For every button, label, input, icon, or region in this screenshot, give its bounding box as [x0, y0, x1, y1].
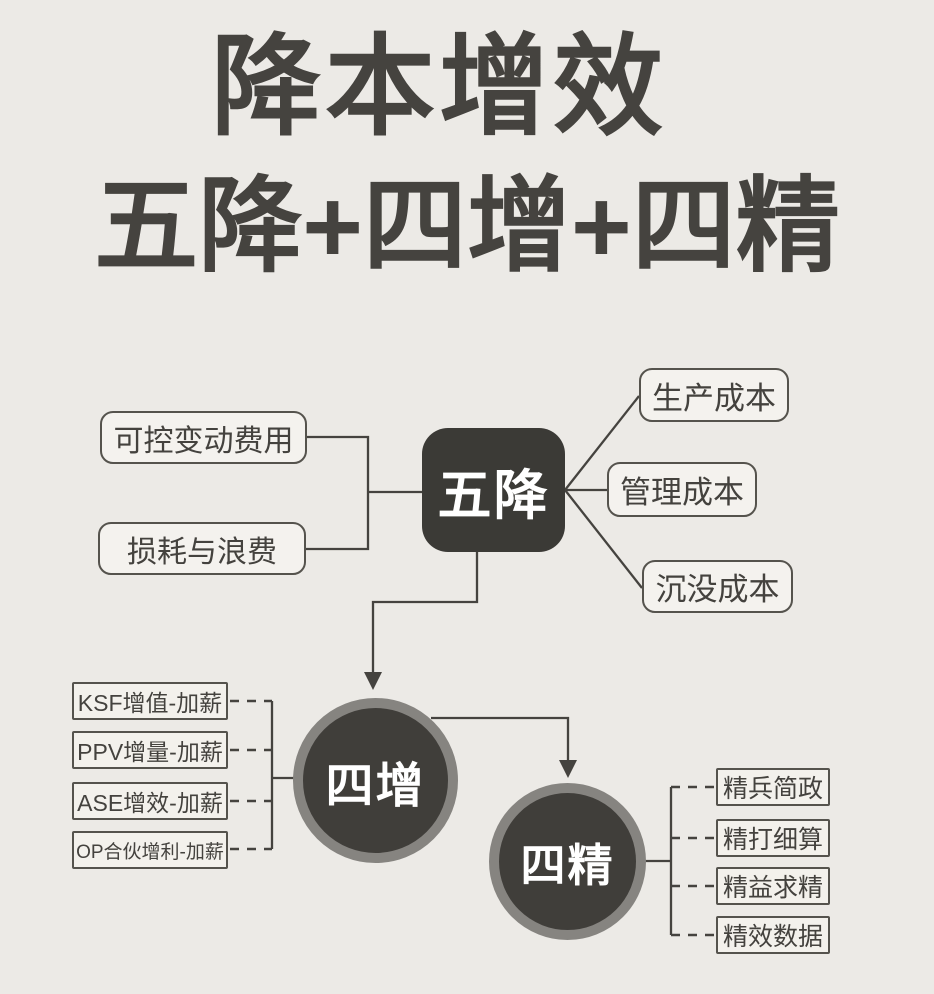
label-shengchan-chengben: 生产成本	[639, 368, 789, 422]
node-wujiang-label: 五降	[437, 465, 550, 526]
arrowhead-down-icon	[559, 760, 577, 778]
connector-left-pills	[306, 435, 370, 551]
title-line-2: 五降+四增+四精	[94, 168, 840, 285]
node-wujiang: 五降	[422, 428, 565, 552]
label-guanli-chengben: 管理成本	[607, 462, 757, 517]
label-chenmo-chengben: 沉没成本	[642, 560, 793, 613]
page-title: 降本增效 五降+四增+四精	[0, 18, 934, 294]
node-sijing: 四精	[489, 783, 646, 940]
connector-to-chenmo	[564, 489, 643, 589]
label-ppv-zengliang: PPV增量-加薪	[72, 731, 228, 769]
label-kekong-biandong-feiyong: 可控变动费用	[100, 411, 307, 464]
label-op-hehuo-zengli: OP合伙增利-加薪	[72, 831, 228, 869]
connector-sizeng-to-sijing	[431, 716, 570, 762]
label-jingda-xisuan: 精打细算	[716, 819, 830, 857]
dashed-stubs-sizeng	[230, 699, 272, 851]
connector-node-to-sizeng	[371, 552, 479, 674]
label-jingbing-jianzheng: 精兵简政	[716, 768, 830, 806]
label-jingxiao-shuju: 精效数据	[716, 916, 830, 954]
label-ksf-zengzhi: KSF增值-加薪	[72, 682, 228, 720]
connector-to-shengchan	[564, 395, 640, 491]
dashed-stubs-sijing	[671, 785, 714, 937]
label-jingyi-qiujing: 精益求精	[716, 867, 830, 905]
node-sizeng-label: 四增	[325, 759, 426, 813]
node-sijing-label: 四精	[520, 840, 615, 891]
node-sizeng: 四增	[293, 698, 458, 863]
arrowhead-down-icon	[364, 672, 382, 690]
label-sunhao-langfei: 损耗与浪费	[98, 522, 306, 575]
title-line-1: 降本增效	[211, 26, 667, 149]
label-ase-zengxiao: ASE增效-加薪	[72, 782, 228, 820]
